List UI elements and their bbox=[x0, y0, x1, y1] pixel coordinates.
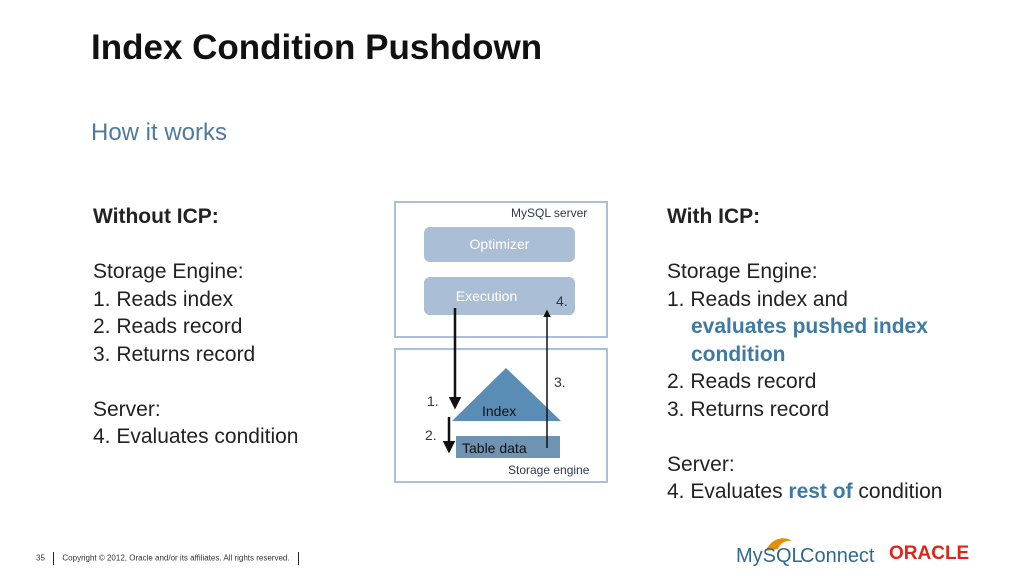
storage-engine-box bbox=[394, 348, 608, 483]
copyright: Copyright © 2012, Oracle and/or its affi… bbox=[62, 553, 290, 563]
engine-step: 3. Returns record bbox=[667, 397, 830, 421]
without-icp-heading: Without ICP: bbox=[93, 205, 219, 228]
dolphin-icon bbox=[766, 538, 792, 551]
table-data-label: Table data bbox=[462, 440, 527, 456]
divider bbox=[297, 552, 300, 565]
engine-step: 2. Reads record bbox=[93, 315, 243, 338]
engine-heading: Storage Engine: bbox=[93, 260, 244, 283]
mysql-connect-logo: MySQL Connect bbox=[736, 538, 875, 567]
page-number: 35 bbox=[36, 553, 45, 563]
table-data-block bbox=[456, 436, 560, 458]
server-heading: Server: bbox=[93, 397, 161, 421]
execution-block: Execution bbox=[424, 277, 575, 315]
server-step-pre: 4. Evaluates bbox=[667, 480, 789, 503]
engine-step: 1. Reads index and bbox=[667, 287, 848, 311]
page-subtitle: How it works bbox=[91, 119, 228, 146]
server-step: 4. Evaluates rest of condition bbox=[667, 478, 943, 506]
step-label: 1. bbox=[427, 393, 439, 409]
server-step: 4. Evaluates condition bbox=[93, 425, 299, 448]
mysql-server-box bbox=[394, 201, 608, 338]
mysql-server-label: MySQL server bbox=[511, 206, 588, 220]
with-icp-column: With ICP: Storage Engine: 1. Reads index… bbox=[667, 203, 943, 506]
footer: 35 Copyright © 2012, Oracle and/or its af… bbox=[36, 552, 307, 565]
server-heading: Server: bbox=[667, 452, 735, 476]
mysql-logo-text: MySQL bbox=[736, 545, 803, 567]
storage-engine-label: Storage engine bbox=[508, 463, 590, 477]
server-step-post: condition bbox=[852, 480, 943, 503]
engine-step: 1. Reads index bbox=[93, 287, 234, 311]
engine-step: 3. Returns record bbox=[93, 342, 256, 366]
index-label: Index bbox=[482, 403, 517, 419]
highlighted-text: rest of bbox=[788, 480, 853, 503]
step-label: 3. bbox=[554, 374, 566, 390]
highlighted-text: evaluates pushed index bbox=[691, 315, 928, 338]
page-title: Index Condition Pushdown bbox=[91, 28, 543, 67]
optimizer-block: Optimizer bbox=[424, 227, 575, 262]
highlighted-text: condition bbox=[691, 342, 786, 366]
engine-heading: Storage Engine: bbox=[667, 260, 818, 283]
oracle-logo: ORACLE bbox=[889, 543, 969, 564]
with-icp-heading: With ICP: bbox=[667, 205, 761, 228]
oracle-logo-text: ORACLE bbox=[889, 543, 969, 564]
divider bbox=[52, 552, 55, 565]
step-label: 2. bbox=[425, 427, 437, 443]
engine-step: 2. Reads record bbox=[667, 370, 817, 393]
step-label: 4. bbox=[556, 293, 568, 309]
without-icp-column: Without ICP: Storage Engine: 1. Reads in… bbox=[93, 203, 298, 451]
connect-logo-text: Connect bbox=[800, 545, 875, 567]
